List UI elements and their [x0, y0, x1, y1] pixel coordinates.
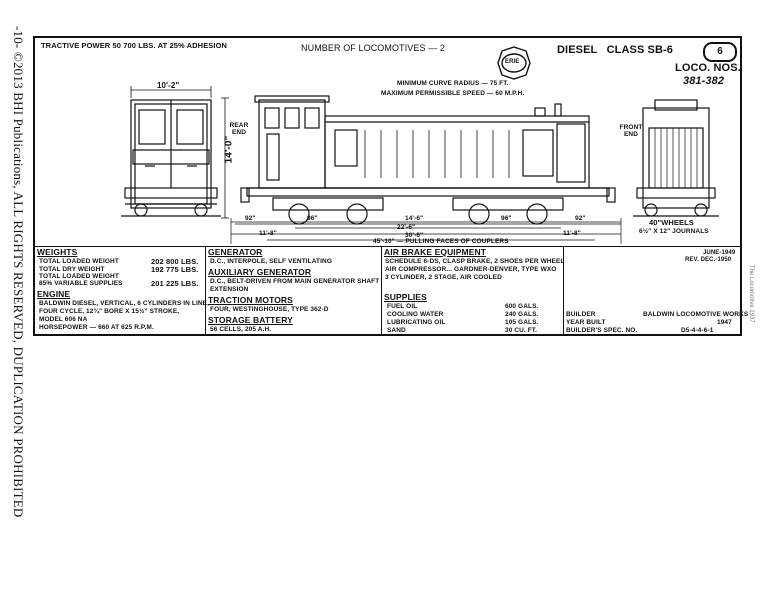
weights-title: WEIGHTS: [37, 247, 78, 257]
wheels: 40"WHEELS: [649, 218, 694, 227]
journals: 6½" X 12" JOURNALS: [639, 228, 709, 235]
dim-96-left: 96": [307, 215, 318, 222]
air-brake-line: AIR COMPRESSOR... GARDNER-DENVER, TYPE W…: [385, 266, 557, 273]
weight-value: 201 225 LBS.: [151, 279, 199, 288]
dim-overall: 45'-10" — PULLING FACES OF COUPLERS: [373, 238, 509, 245]
locomotive-drawing: [121, 86, 719, 244]
engine-line: FOUR CYCLE, 12¾" BORE X 15½" STROKE,: [39, 308, 180, 315]
min-curve-radius: MINIMUM CURVE RADIUS — 75 FT.: [397, 80, 509, 87]
date-issued: JUNE-1949: [703, 250, 736, 256]
traction-motors-text: FOUR, WESTINGHOUSE, TYPE 362-D: [210, 306, 329, 313]
supply-value: 240 GALS.: [505, 311, 539, 318]
dim-30-6: 30'-6": [405, 232, 424, 239]
number-of-locomotives: NUMBER OF LOCOMOTIVES — 2: [301, 43, 446, 53]
sheet-number-badge: 6: [703, 42, 737, 62]
rear-end-view: [121, 99, 221, 217]
faint-vertical-text: The Locomotive 1937: [748, 265, 754, 323]
dim-96-right: 96": [501, 215, 512, 222]
air-brake-title: AIR BRAKE EQUIPMENT: [384, 247, 487, 257]
engine-title: ENGINE: [37, 289, 71, 299]
supply-label: FUEL OIL: [387, 303, 418, 310]
air-brake-line: 3 CYLINDER, 2 STAGE, AIR COOLED: [385, 274, 502, 281]
logo-text: ERIE: [505, 59, 520, 65]
engine-line: MODEL 606 NA: [39, 316, 88, 323]
air-brake-line: SCHEDULE 6-DS, CLASP BRAKE, 2 SHOES PER …: [385, 258, 565, 265]
weight-label: TOTAL LOADED WEIGHT: [39, 273, 119, 280]
supply-value: 105 GALS.: [505, 319, 539, 326]
storage-battery-title: STORAGE BATTERY: [208, 315, 293, 325]
dim-92-right: 92": [575, 215, 586, 222]
generator-title: GENERATOR: [208, 247, 263, 257]
spec-no-value: D5-4-4-6-1: [681, 327, 714, 334]
locomotive-diagram-sheet: TRACTIVE POWER 50 700 LBS. AT 25% ADHESI…: [33, 36, 748, 336]
rear-end-label: REAR END: [229, 122, 249, 136]
storage-battery-text: 56 CELLS, 205 A.H.: [210, 326, 272, 333]
supply-label: LUBRICATING OIL: [387, 319, 446, 326]
supply-value: 30 CU. FT.: [505, 327, 538, 334]
column-divider: [205, 247, 206, 336]
height-dimension: 14'-0": [223, 135, 235, 164]
tractive-power: TRACTIVE POWER 50 700 LBS. AT 25% ADHESI…: [41, 41, 228, 50]
supply-label: SAND: [387, 327, 406, 334]
aux-generator-line: EXTENSION: [210, 286, 249, 293]
year-built-label: YEAR BUILT: [566, 319, 606, 326]
max-speed: MAXIMUM PERMISSIBLE SPEED — 60 M.P.H.: [381, 90, 525, 97]
year-built-value: 1947: [717, 319, 732, 326]
spec-no-label: BUILDER'S SPEC. NO.: [566, 327, 638, 334]
column-divider: [563, 247, 564, 336]
engine-line: BALDWIN DIESEL, VERTICAL, 6 CYLINDERS IN…: [39, 300, 209, 307]
column-divider: [381, 247, 382, 336]
front-end-view: [633, 99, 719, 217]
builder-label: BUILDER: [566, 311, 596, 318]
builder-value: BALDWIN LOCOMOTIVE WORKS: [643, 311, 749, 318]
side-elevation: [235, 95, 621, 225]
date-revised: REV. DEC.-1950: [685, 257, 732, 263]
weight-label: TOTAL DRY WEIGHT: [39, 266, 105, 273]
erie-logo-icon: [497, 46, 531, 80]
dim-22-6: 22'-6": [397, 224, 416, 231]
table-top-rule: [35, 246, 740, 247]
width-dimension: 10'-2": [157, 81, 180, 90]
engine-line: HORSEPOWER — 660 AT 625 R.P.M.: [39, 324, 154, 331]
loco-nos: 381-382: [683, 75, 725, 87]
weight-value: 202 800 LBS.: [151, 257, 199, 266]
copyright-vertical-text: -10- ©2013 BHI Publications, ALL RIGHTS …: [11, 26, 26, 518]
weight-value: 192 775 LBS.: [151, 265, 199, 274]
front-end-label: FRONT END: [619, 124, 643, 138]
dim-14-6: 14'-6": [405, 215, 424, 222]
supply-value: 600 GALS.: [505, 303, 539, 310]
supplies-title: SUPPLIES: [384, 292, 427, 302]
dim-11-8-left: 11'-8": [259, 230, 277, 237]
generator-text: D.C., INTERPOLE, SELF VENTILATING: [210, 258, 332, 265]
supply-label: COOLING WATER: [387, 311, 444, 318]
dim-11-8-right: 11'-8": [563, 230, 581, 237]
aux-generator-title: AUXILIARY GENERATOR: [208, 267, 312, 277]
traction-motors-title: TRACTION MOTORS: [208, 295, 293, 305]
weight-label: 85% VARIABLE SUPPLIES: [39, 280, 123, 287]
dim-92-left: 92": [245, 215, 256, 222]
loco-nos-label: LOCO. NOS.: [675, 62, 741, 74]
weight-label: TOTAL LOADED WEIGHT: [39, 258, 119, 265]
aux-generator-line: D.C., BELT-DRIVEN FROM MAIN GENERATOR SH…: [210, 278, 380, 285]
diesel-class: DIESEL CLASS SB-6: [557, 44, 673, 56]
